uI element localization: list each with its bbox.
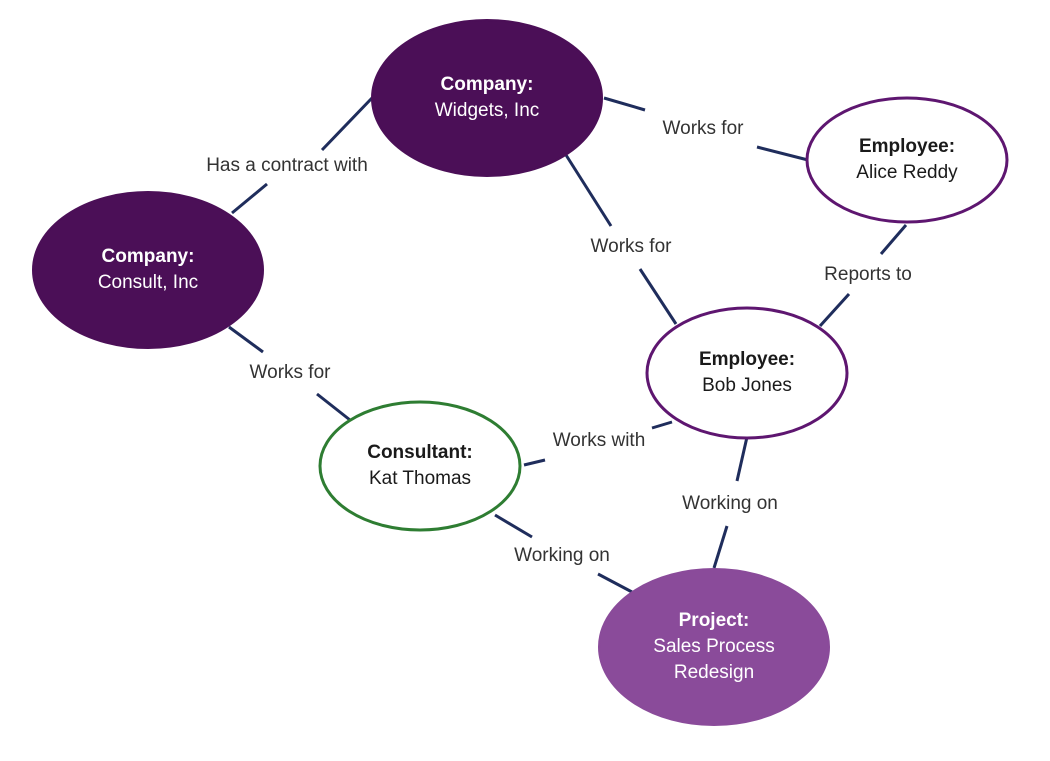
node-shape-kat xyxy=(318,400,522,532)
node-name-project-2: Redesign xyxy=(674,662,754,683)
node-bob: Employee: Bob Jones xyxy=(645,306,849,440)
edge-line-kat-consult-2 xyxy=(316,392,351,422)
edge-line-bob-project-2 xyxy=(712,525,729,569)
edge-widgets-consult xyxy=(231,96,374,215)
edge-line-kat-project-1 xyxy=(494,513,533,539)
edge-line-bob-alice-1 xyxy=(879,224,908,255)
node-shape-project xyxy=(598,568,830,726)
node-name-consult: Consult, Inc xyxy=(98,272,198,293)
edge-line-kat-bob-2 xyxy=(523,458,546,467)
edge-line-bob-project-1 xyxy=(735,436,749,482)
node-alice: Employee: Alice Reddy xyxy=(805,96,1009,224)
edge-bob-alice xyxy=(818,224,908,328)
edge-line-bob-widgets-1 xyxy=(564,154,613,227)
edge-line-bob-alice-2 xyxy=(818,292,851,328)
edge-line-kat-bob-1 xyxy=(651,420,673,430)
node-name-bob: Bob Jones xyxy=(702,375,792,396)
edge-line-alice-widgets-1 xyxy=(603,96,646,112)
edge-label-bob-project: Working on xyxy=(682,493,778,514)
edge-line-bob-widgets-2 xyxy=(638,268,678,325)
edge-kat-project xyxy=(494,513,633,594)
edge-line-widgets-consult-2 xyxy=(231,182,268,215)
node-shape-bob xyxy=(645,306,849,440)
node-type-widgets: Company: xyxy=(441,74,534,95)
edge-kat-bob xyxy=(523,420,673,467)
edge-label-bob-alice: Reports to xyxy=(824,264,912,285)
node-shape-alice xyxy=(805,96,1009,224)
node-shape-widgets xyxy=(371,19,603,177)
node-shape-consult xyxy=(32,191,264,349)
edge-label-bob-widgets: Works for xyxy=(591,236,673,257)
node-name-widgets: Widgets, Inc xyxy=(435,100,540,121)
node-type-consult: Company: xyxy=(102,246,195,267)
edge-label-alice-widgets: Works for xyxy=(663,118,745,139)
edge-bob-project xyxy=(712,436,749,569)
node-type-kat: Consultant: xyxy=(367,442,473,463)
edge-label-widgets-consult: Has a contract with xyxy=(206,155,368,176)
edge-label-kat-consult: Works for xyxy=(250,362,332,383)
edge-alice-widgets xyxy=(603,96,809,162)
node-type-project: Project: xyxy=(679,610,750,631)
edge-kat-consult xyxy=(228,325,351,422)
edge-label-kat-bob: Works with xyxy=(553,430,646,451)
edge-line-kat-project-2 xyxy=(597,572,633,594)
edges-layer xyxy=(228,96,908,594)
node-consult: Company: Consult, Inc xyxy=(32,191,264,349)
edge-line-kat-consult-1 xyxy=(228,325,264,354)
node-kat: Consultant: Kat Thomas xyxy=(318,400,522,532)
edge-label-kat-project: Working on xyxy=(514,545,610,566)
node-type-bob: Employee: xyxy=(699,349,795,370)
node-type-alice: Employee: xyxy=(859,136,955,157)
node-name-project-1: Sales Process xyxy=(653,636,774,657)
node-name-kat: Kat Thomas xyxy=(369,468,471,489)
edge-line-widgets-consult-1 xyxy=(320,96,374,152)
edge-bob-widgets xyxy=(564,154,678,325)
edge-line-alice-widgets-2 xyxy=(756,145,809,162)
node-name-alice: Alice Reddy xyxy=(856,162,958,183)
node-widgets: Company: Widgets, Inc xyxy=(371,19,603,177)
